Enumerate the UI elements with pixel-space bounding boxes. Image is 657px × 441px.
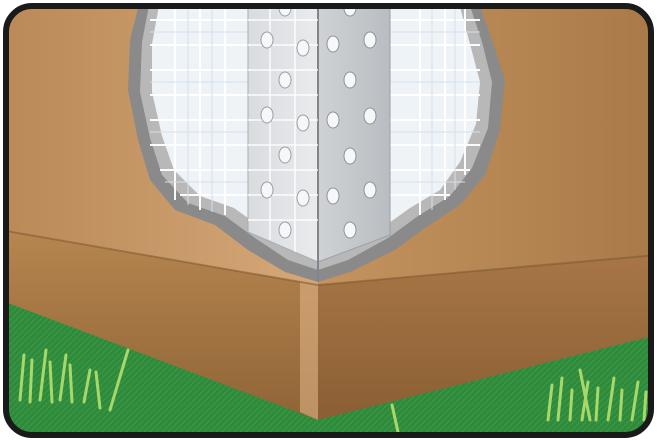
image-frame bbox=[3, 3, 654, 438]
base-left bbox=[6, 230, 318, 420]
grass-blades-right bbox=[390, 368, 648, 435]
grass-blades-left bbox=[18, 348, 130, 412]
base-corner-highlight bbox=[300, 282, 318, 420]
base-right bbox=[318, 255, 651, 420]
bead-holes-left bbox=[260, 6, 310, 239]
